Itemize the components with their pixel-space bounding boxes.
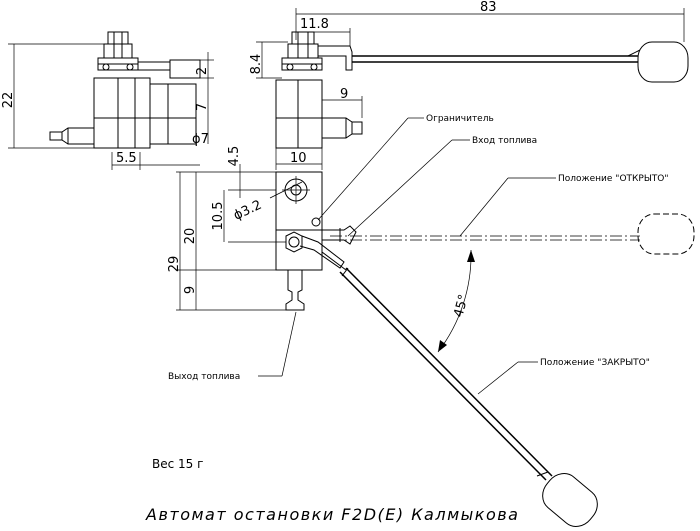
dim-29: 29 xyxy=(167,256,182,273)
dim-7: 7 xyxy=(195,103,210,111)
fuel-in-label: Вход топлива xyxy=(472,136,537,146)
dim-45-deg: 45° xyxy=(451,293,471,319)
top-right-view xyxy=(275,31,689,149)
drawing-title: Автомат остановки F2D(E) Калмыкова xyxy=(145,505,519,524)
dim-5-5: 5.5 xyxy=(116,151,137,166)
closed-position-label: Положение "ЗАКРЫТО" xyxy=(540,358,650,368)
dim-2: 2 xyxy=(195,67,210,75)
open-position-label: Положение "ОТКРЫТО" xyxy=(558,174,669,184)
dim-phi7: ϕ7 xyxy=(192,132,209,147)
leaders xyxy=(258,117,556,395)
weight-label: Вес 15 г xyxy=(152,457,203,471)
dim-83: 83 xyxy=(480,0,497,15)
dim-9-top: 9 xyxy=(340,87,348,102)
dim-8-4: 8.4 xyxy=(249,54,264,75)
dim-phi3-2: ϕ3.2 xyxy=(231,198,264,224)
dim-9-bottom: 9 xyxy=(183,286,198,294)
dim-10: 10 xyxy=(290,151,307,166)
dim-20: 20 xyxy=(183,228,198,245)
left-view-dimensions: 22 2 7 ϕ7 5.5 xyxy=(1,43,214,170)
main-view xyxy=(275,171,695,527)
left-side-view xyxy=(49,31,201,149)
dim-11-8: 11.8 xyxy=(300,17,329,32)
dim-22: 22 xyxy=(1,92,16,109)
fuel-out-label: Выход топлива xyxy=(168,372,240,382)
top-right-dimensions: 83 11.8 8.4 9 xyxy=(249,0,685,118)
dim-4-5: 4.5 xyxy=(227,146,242,167)
limiter-label: Ограничитель xyxy=(426,114,494,124)
dim-10-5: 10.5 xyxy=(211,202,226,231)
